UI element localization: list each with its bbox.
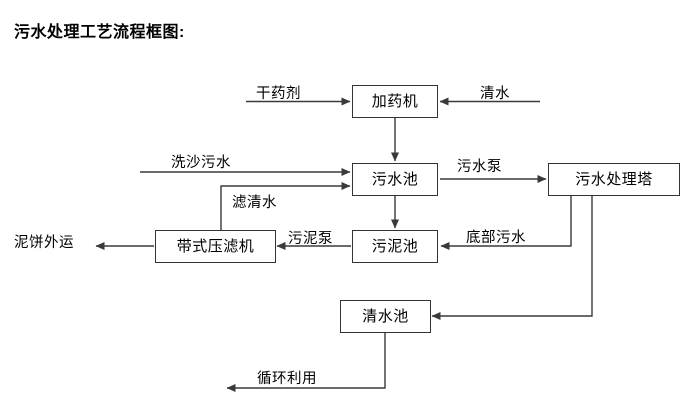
node-treatment-tower-label: 污水处理塔 [575, 171, 653, 188]
edge-label-sludge-pump: 污泥泵 [288, 231, 333, 247]
node-sewage-pool-label: 污水池 [371, 171, 419, 188]
input-label-sand-wash-sewage: 洗沙污水 [171, 155, 231, 171]
edge-label-bottom-sewage: 底部污水 [466, 230, 526, 246]
node-treatment-tower[interactable]: 污水处理塔 [548, 163, 680, 196]
node-dosing-machine[interactable]: 加药机 [352, 85, 438, 118]
node-sludge-pool-label: 污泥池 [371, 238, 419, 255]
page-title: 污水处理工艺流程框图: [14, 24, 185, 41]
output-label-recycle-use: 循环利用 [257, 371, 317, 387]
wire-tower-to-sludge-pool [440, 196, 572, 250]
node-clean-water-pool-label: 清水池 [362, 308, 409, 325]
edge-label-filtered-clear-water: 滤清水 [232, 195, 277, 211]
output-label-mud-cake: 泥饼外运 [14, 235, 74, 251]
input-label-clean-water: 清水 [480, 86, 510, 102]
node-dosing-machine-label: 加药机 [371, 93, 419, 110]
node-belt-filter-press[interactable]: 带式压滤机 [155, 230, 276, 263]
node-sludge-pool[interactable]: 污泥池 [352, 230, 438, 263]
node-sewage-pool[interactable]: 污水池 [352, 163, 438, 196]
wire-tower-to-clean-water-pool [431, 196, 593, 320]
wire-press-to-sewage-pool [220, 182, 351, 230]
edge-label-sewage-pump: 污水泵 [457, 159, 502, 175]
input-label-dry-agent: 干药剂 [256, 86, 301, 102]
node-clean-water-pool[interactable]: 清水池 [340, 300, 431, 333]
wire-clean-water-pool-to-recycle [226, 332, 386, 392]
node-belt-filter-press-label: 带式压滤机 [176, 238, 255, 255]
